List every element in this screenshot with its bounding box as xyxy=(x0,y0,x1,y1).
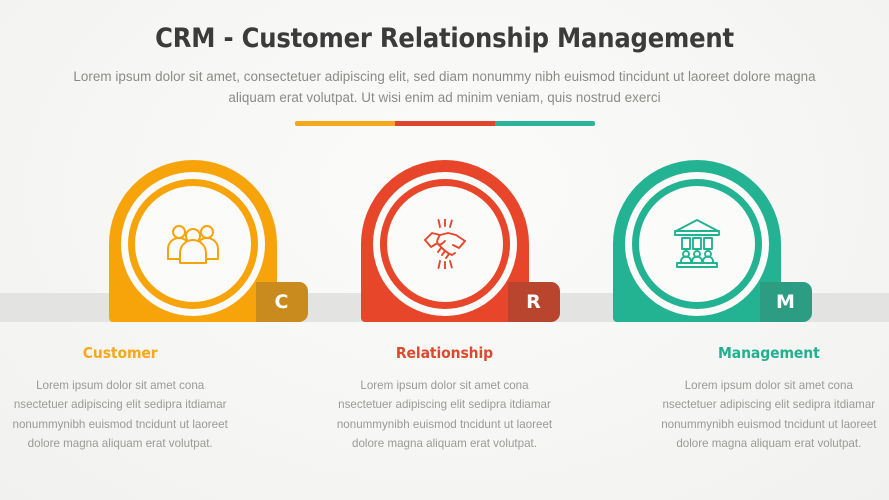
column-heading: Customer xyxy=(82,344,158,362)
card-ring xyxy=(379,179,510,309)
divider-segment-1 xyxy=(294,121,395,127)
divider-segment-3 xyxy=(494,121,595,127)
text-column-management: Management Lorem ipsum dolor sit amet co… xyxy=(649,344,889,454)
card-icon-disc xyxy=(138,190,247,298)
card-relationship[interactable]: R xyxy=(360,160,560,322)
text-column-customer: Customer Lorem ipsum dolor sit amet cona… xyxy=(0,344,240,454)
bank-icon xyxy=(673,219,720,268)
users-icon xyxy=(166,225,219,264)
card-icon-disc xyxy=(390,190,499,298)
header: CRM - Customer Relationship Management L… xyxy=(0,0,889,127)
column-body: Lorem ipsum dolor sit amet cona nsectetu… xyxy=(661,379,877,451)
tricolor-divider xyxy=(294,121,595,127)
column-body: Lorem ipsum dolor sit amet cona nsectetu… xyxy=(336,379,553,451)
page-subtitle: Lorem ipsum dolor sit amet, consectetuer… xyxy=(73,68,816,105)
card-row: C xyxy=(0,160,889,322)
card-icon-disc xyxy=(642,190,751,298)
card-letter-badge: R xyxy=(507,282,560,322)
card-management[interactable]: M xyxy=(612,160,812,322)
card-letter-badge: C xyxy=(255,282,308,322)
card-customer[interactable]: C xyxy=(108,160,308,322)
card-ring xyxy=(631,179,762,309)
column-heading: Relationship xyxy=(395,344,494,362)
card-letter-badge: M xyxy=(759,282,812,322)
text-column-relationship: Relationship Lorem ipsum dolor sit amet … xyxy=(324,344,564,454)
card-ring xyxy=(127,179,258,309)
divider-segment-2 xyxy=(394,121,495,127)
column-body: Lorem ipsum dolor sit amet cona nsectetu… xyxy=(12,379,228,451)
handshake-icon xyxy=(423,219,466,269)
text-row: Customer Lorem ipsum dolor sit amet cona… xyxy=(0,344,889,454)
column-heading: Management xyxy=(717,344,820,362)
page-title: CRM - Customer Relationship Management xyxy=(155,23,734,54)
